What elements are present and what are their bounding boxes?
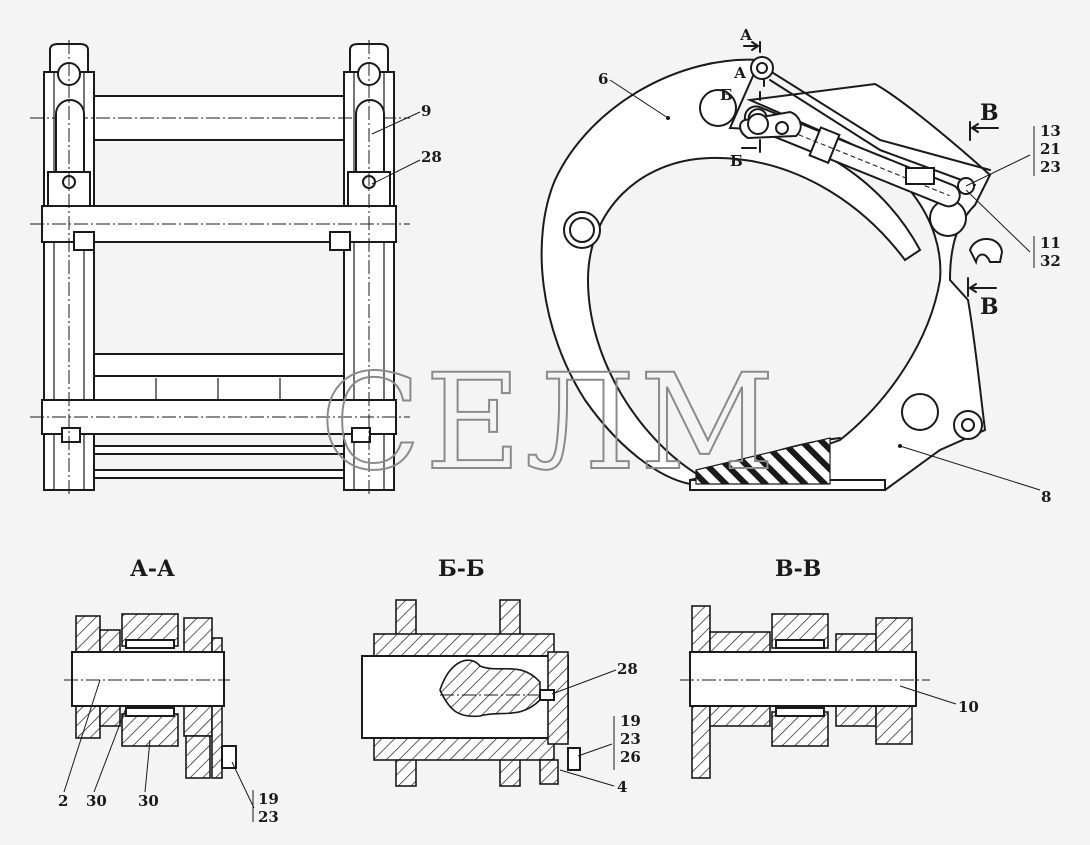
front-view — [30, 40, 410, 495]
mark-v-bottom: В — [980, 294, 999, 320]
callout-30-b: 30 — [138, 792, 159, 810]
callout-13: 13 — [1040, 122, 1061, 140]
callout-6: 6 — [598, 70, 608, 88]
section-markers: А А Б Б В В — [720, 26, 999, 320]
section-title-aa: А-А — [130, 556, 175, 582]
side-view — [540, 56, 1004, 491]
mark-a-inner: А — [734, 64, 747, 82]
callout-23-a: 23 — [258, 808, 279, 826]
callout-26: 26 — [620, 748, 641, 766]
mark-b-top: Б — [720, 86, 733, 104]
mark-v-top: В — [980, 100, 999, 126]
section-vv — [680, 605, 930, 779]
callout-9: 9 — [421, 102, 431, 120]
lower-plate — [93, 353, 345, 377]
watermark-text: СЕЛМ — [320, 346, 779, 500]
callout-19-a: 19 — [258, 790, 279, 808]
section-title-bb: Б-Б — [438, 556, 485, 582]
callout-4: 4 — [617, 778, 627, 796]
mark-a-top: А — [740, 26, 753, 44]
callout-30-a: 30 — [86, 792, 107, 810]
lining-hatch — [695, 437, 831, 485]
claw-arm — [540, 58, 922, 486]
callout-32: 32 — [1040, 252, 1061, 270]
section-title-vv: В-В — [775, 556, 821, 582]
section-bb — [361, 599, 581, 787]
callout-19-b: 19 — [620, 712, 641, 730]
section-aa — [64, 613, 237, 779]
callout-21: 21 — [1040, 140, 1061, 158]
callout-10: 10 — [958, 698, 979, 716]
callout-23-b: 23 — [620, 730, 641, 748]
callout-11: 11 — [1040, 234, 1061, 252]
callout-2: 2 — [58, 792, 68, 810]
callout-28-b: 28 — [617, 660, 638, 678]
callout-23-top: 23 — [1040, 158, 1061, 176]
mark-b-bottom: Б — [730, 152, 743, 170]
callout-8: 8 — [1041, 488, 1051, 506]
callout-28-top: 28 — [421, 148, 442, 166]
